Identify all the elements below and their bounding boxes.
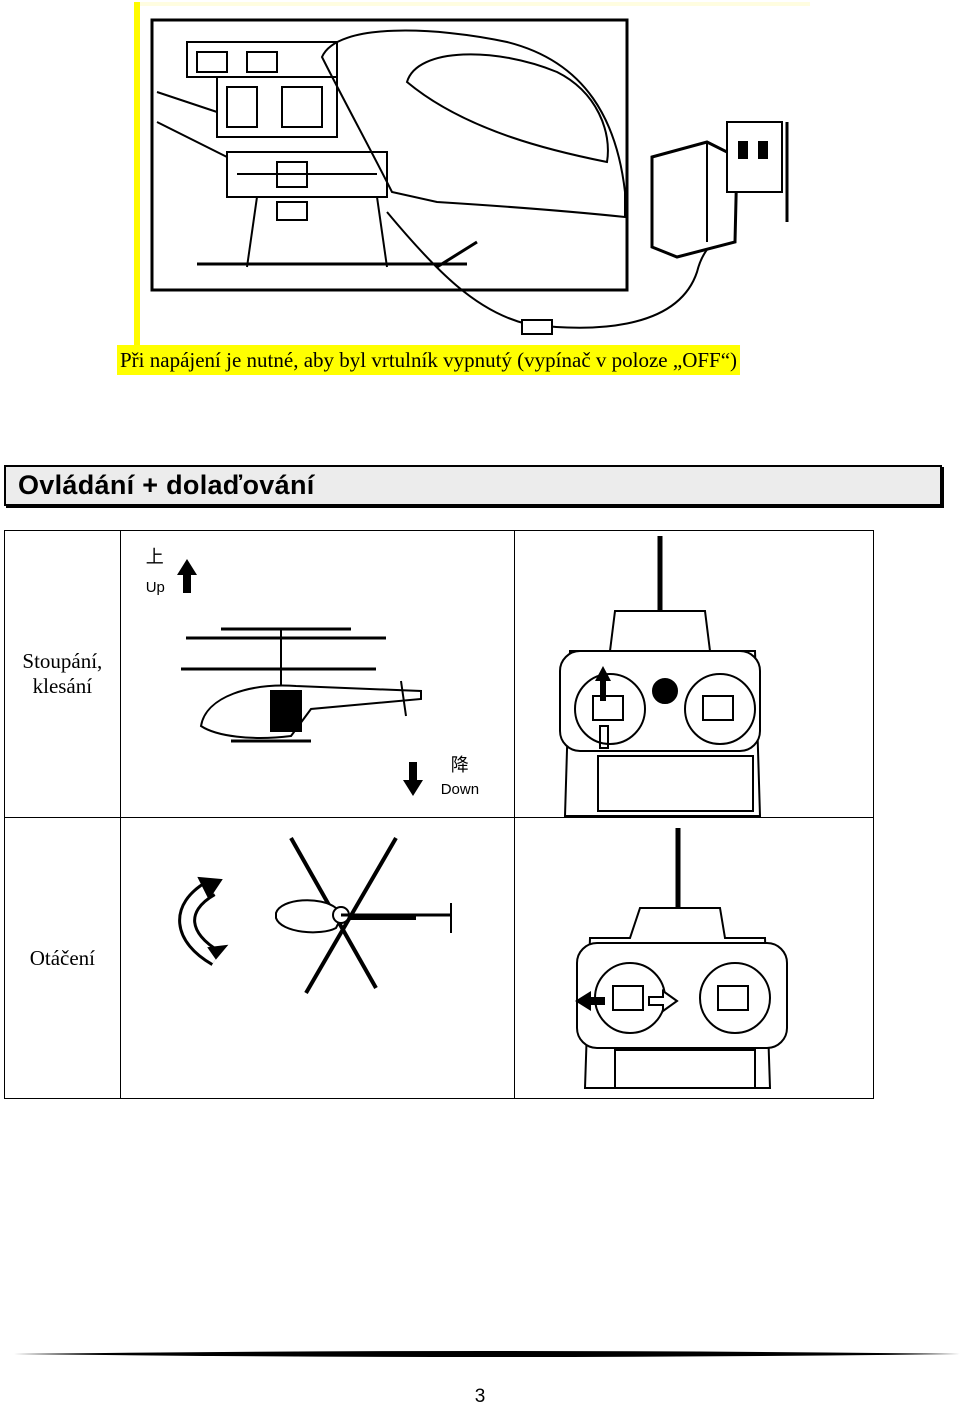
arrow-up-icon: [176, 559, 197, 593]
climb-controller-icon: [558, 536, 761, 817]
up-label: Up: [145, 579, 165, 596]
stick-down-arrow-icon: [598, 725, 609, 749]
climb-controller-cell: [513, 530, 875, 818]
down-char: 降: [450, 755, 469, 776]
turn-helicopter-cell: [119, 817, 515, 1099]
turn-helicopter-icon: [177, 836, 452, 995]
helicopter-charging-icon: [150, 18, 789, 335]
climb-helicopter-cell: 上 Up 降 Down: [119, 530, 515, 818]
climb-helicopter-icon: [176, 559, 423, 796]
row-label-climb: Stoupání, klesání: [4, 530, 121, 818]
stick-right-arrow-icon: [647, 989, 679, 1013]
power-caption: Při napájení je nutné, aby byl vrtulník …: [117, 345, 741, 375]
stick-up-arrow-icon: [594, 666, 611, 701]
figure-highlight-top: [134, 2, 810, 6]
table-row-climb: Stoupání, klesání 上 Up 降 Down: [4, 530, 875, 818]
stick-left-arrow-icon: [574, 991, 605, 1011]
turn-controller-cell: [513, 817, 875, 1099]
climb-label-line2: klesání: [32, 674, 93, 698]
page-number: 3: [474, 1386, 486, 1407]
down-label: Down: [440, 781, 480, 798]
up-char: 上: [145, 547, 164, 568]
turn-label: Otáčení: [29, 945, 95, 970]
section-header: Ovládání + dolaďování: [4, 465, 942, 506]
table-row-turn: Otáčení: [4, 817, 875, 1099]
controls-table: Stoupání, klesání 上 Up 降 Down: [4, 530, 875, 1099]
row-label-turn: Otáčení: [4, 817, 121, 1099]
figure-highlight-left: [134, 2, 140, 345]
arrow-down-icon: [402, 762, 423, 796]
section-title: Ovládání + dolaďování: [18, 470, 315, 500]
turn-controller-icon: [574, 828, 788, 1089]
climb-label-line1: Stoupání,: [22, 649, 103, 673]
footer-rule: [14, 1351, 960, 1357]
